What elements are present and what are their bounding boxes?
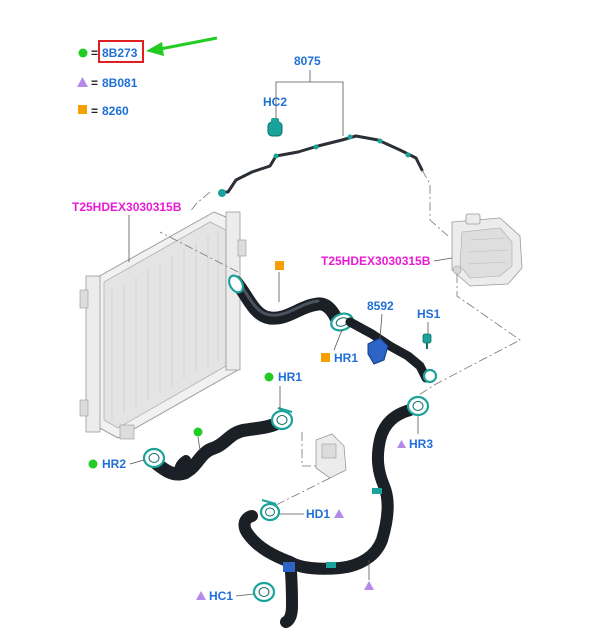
bypass-hose [238, 404, 416, 628]
bracket-8592 [345, 317, 438, 384]
dashed-connection [189, 191, 211, 213]
thermostat-housing [315, 433, 347, 479]
marker-triangle-8b081 [334, 509, 344, 518]
legend-code-8260: 8260 [102, 104, 129, 118]
hc2-cap: HC2 [263, 95, 287, 137]
reservoir-leader [433, 257, 453, 262]
callout-radiator-part-number: T25HDEX3030315B [72, 200, 182, 214]
hs1-sensor [422, 333, 432, 349]
dashed-connection [159, 231, 239, 273]
callout-hr1-lower: HR1 [278, 370, 302, 384]
overflow-tube [218, 134, 424, 197]
legend-code-8b081: 8B081 [102, 76, 138, 90]
marker-circle-8b273 [264, 372, 274, 382]
hr2-leader [129, 459, 145, 465]
marker-triangle-8b081 [397, 440, 406, 448]
marker-circle-8b273 [193, 427, 203, 437]
legend-equals: = [91, 46, 98, 60]
callout-hc2: HC2 [263, 95, 287, 109]
marker-triangle-8b081 [196, 591, 206, 600]
hr3-clamp [406, 395, 430, 417]
callout-8075: 8075 [294, 54, 321, 68]
legend-equals: = [91, 104, 98, 118]
callout-hr3: HR3 [409, 437, 433, 451]
callout-hd1: HD1 [306, 507, 330, 521]
hc1-clamp [252, 581, 276, 603]
legend-circle-marker [78, 48, 88, 58]
hc1-leader [235, 593, 255, 597]
dashed-connection [421, 169, 449, 237]
callout-hr2: HR2 [102, 457, 126, 471]
coolant-reservoir [451, 213, 523, 287]
upper-radiator-hose [228, 274, 343, 325]
bracket-leader [379, 313, 383, 339]
legend-equals: = [91, 76, 98, 90]
dashed-connection [273, 477, 331, 507]
callout-hs1: HS1 [417, 307, 441, 321]
radiator [79, 211, 247, 440]
legend-code-8b273: 8B273 [102, 46, 138, 60]
hd1-clamp [259, 499, 281, 522]
callout-hr1-upper: HR1 [334, 351, 358, 365]
callout-hc1: HC1 [209, 589, 233, 603]
callout-8592: 8592 [367, 299, 394, 313]
callout-reservoir-part-number: T25HDEX3030315B [321, 254, 431, 268]
marker-leader [197, 436, 201, 451]
marker-square-8260 [321, 353, 330, 362]
hr1-leader [333, 329, 343, 351]
radiator-callout: T25HDEX3030315B [72, 200, 182, 262]
marker-circle-8b273 [88, 459, 98, 469]
legend: = 8B273 = 8B081 = 8260 [77, 36, 218, 118]
lower-radiator-hose [145, 417, 283, 481]
hr2-clamp [142, 447, 166, 469]
green-arrow-icon [146, 36, 218, 56]
marker-square-8260 [275, 261, 284, 270]
marker-triangle-8b081 [364, 581, 374, 590]
hr1-lower-clamp [270, 407, 294, 431]
dashed-connection [413, 274, 521, 399]
legend-triangle-marker [77, 77, 88, 87]
highlight-box [98, 40, 144, 63]
assembly-8075-callout: 8075 [275, 54, 344, 136]
dashed-connection [301, 432, 316, 467]
legend-square-marker [78, 105, 87, 114]
